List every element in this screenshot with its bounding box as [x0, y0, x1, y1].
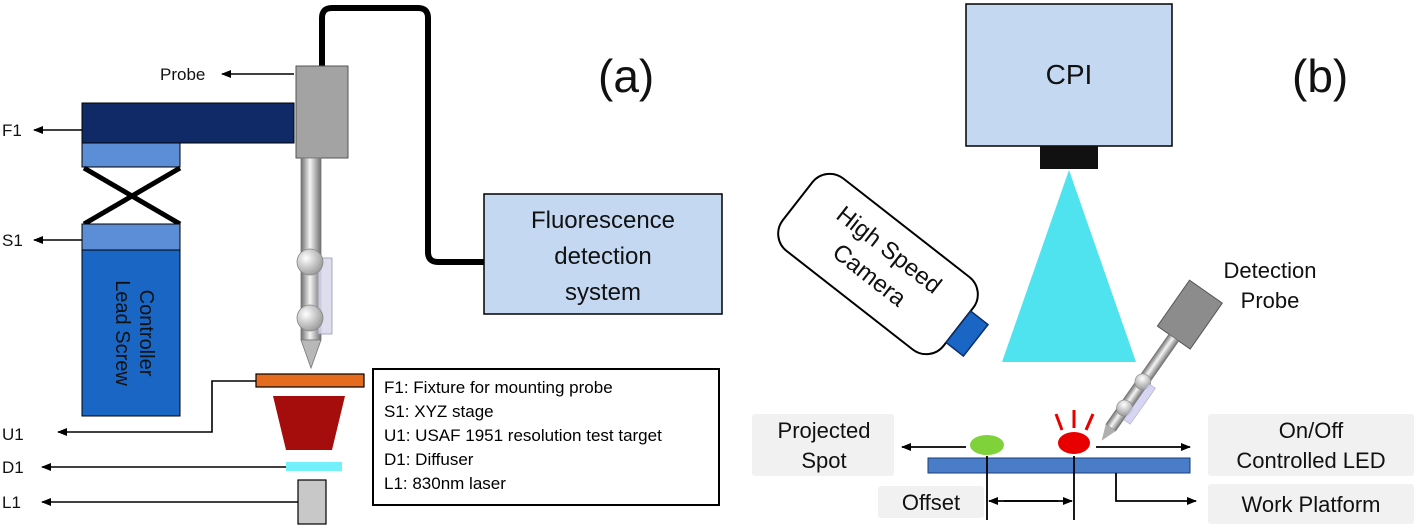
lens-housing — [273, 396, 345, 450]
legend-box: F1: Fixture for mounting probe S1: XYZ s… — [372, 368, 720, 506]
s1-label: S1 — [2, 231, 23, 250]
lead-screw-controller — [81, 249, 181, 417]
detection-probe-line2: Probe — [1241, 288, 1300, 313]
projected-spot-tag — [752, 414, 894, 476]
cpi-box — [965, 3, 1173, 147]
d1-label: D1 — [2, 458, 24, 477]
legend-item-s1: S1: XYZ stage — [384, 402, 494, 421]
detection-probe-line1: Detection — [1224, 258, 1317, 283]
legend-item-d1: D1: Diffuser — [384, 450, 474, 469]
fluorescence-line2: detection — [554, 243, 651, 270]
fluorescence-detection-box — [483, 193, 723, 315]
stage-lower-plate — [81, 223, 181, 251]
probe-label: Probe — [160, 65, 205, 84]
work-platform-tag — [1208, 484, 1414, 524]
panel-a-label: (a) — [598, 50, 654, 102]
led-ray — [1054, 413, 1064, 431]
panel-a: (a) Lead Screw Controller Probe Fluoresc… — [2, 5, 723, 525]
offset-label: Offset — [902, 490, 960, 515]
led — [1058, 432, 1090, 454]
led-line1: On/Off — [1279, 418, 1344, 443]
probe-tip — [300, 339, 322, 370]
panel-b: (b) CPI High Speed Camera Detection Prob… — [777, 3, 1348, 520]
work-platform-label: Work Platform — [1242, 492, 1381, 517]
cpi-label: CPI — [1046, 59, 1093, 90]
light-cone — [1002, 170, 1136, 362]
laser-l1 — [297, 479, 327, 525]
probe-ball-upper — [296, 248, 324, 276]
probe-head — [295, 65, 349, 159]
led-tag — [1208, 414, 1414, 476]
work-platform-arrow — [1115, 473, 1197, 505]
cpi-lens — [1040, 146, 1098, 169]
stage-upper-plate — [81, 142, 181, 168]
legend-item-f1: F1: Fixture for mounting probe — [384, 378, 613, 397]
u1-arrow — [57, 380, 256, 436]
high-speed-camera: High Speed Camera — [777, 172, 990, 358]
panel-b-label: (b) — [1292, 50, 1348, 102]
lead-screw-line1: Lead Screw — [111, 280, 133, 386]
f1-label: F1 — [2, 121, 22, 140]
legend-item-u1: U1: USAF 1951 resolution test target — [384, 426, 662, 445]
legend-item-l1: L1: 830nm laser — [384, 474, 506, 493]
probe-ball-lower — [296, 304, 324, 332]
fiber-cable — [319, 5, 484, 265]
led-line2: Controlled LED — [1236, 448, 1385, 473]
offset-tag — [878, 486, 984, 518]
work-platform-bar — [927, 457, 1191, 474]
projected-spot-line1: Projected — [778, 418, 871, 443]
fluorescence-line1: Fluorescence — [531, 207, 675, 234]
l1-label: L1 — [2, 493, 21, 512]
projected-spot — [970, 435, 1004, 455]
fixture-f1 — [81, 102, 295, 144]
diffuser-d1 — [286, 462, 342, 471]
u1-label: U1 — [2, 425, 24, 444]
fluorescence-line3: system — [565, 279, 641, 306]
detection-probe — [1101, 279, 1223, 441]
projected-spot-line2: Spot — [801, 448, 846, 473]
lead-screw-line2: Controller — [135, 290, 157, 377]
